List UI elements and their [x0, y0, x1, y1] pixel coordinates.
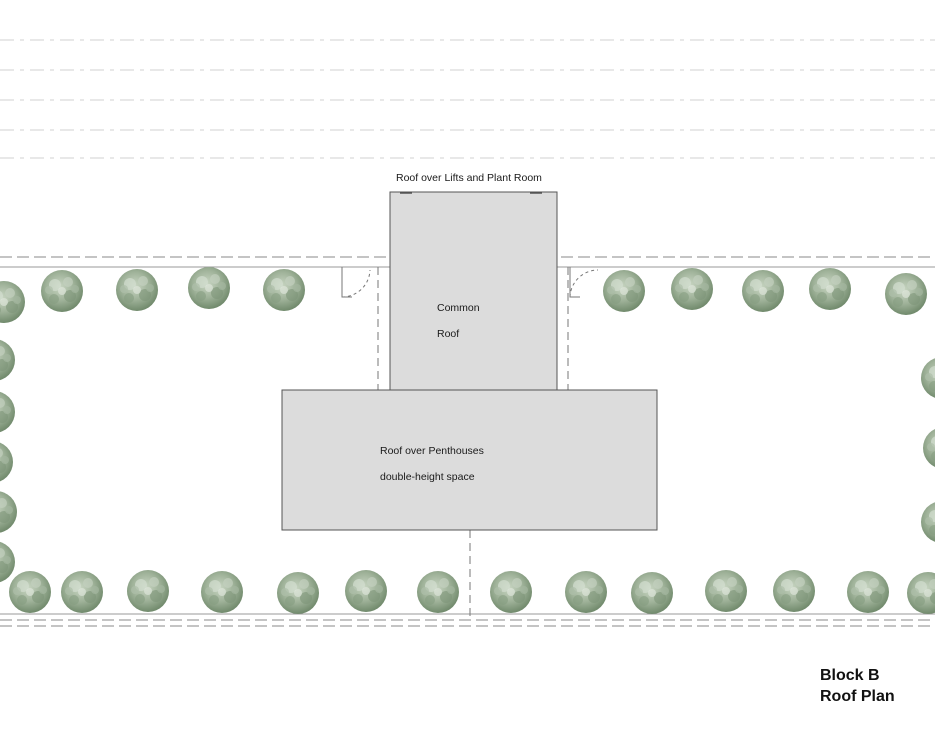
- tree-icon: [9, 571, 51, 613]
- tree-icon: [188, 267, 230, 309]
- penthouse-roof: [281, 389, 658, 531]
- label-common-roof-line1: Common: [437, 302, 480, 314]
- common-roof: [389, 191, 558, 391]
- door-swing-icon: [569, 267, 599, 298]
- tree-icon: [0, 339, 15, 381]
- label-common-roof: Common Roof: [437, 289, 480, 354]
- tree-icon: [907, 572, 935, 614]
- inner-boundary: [0, 266, 935, 615]
- label-penthouses: Roof over Penthouses double-height space: [380, 432, 484, 497]
- tree-icon: [417, 571, 459, 613]
- tree-column-left: [0, 339, 17, 583]
- tree-icon: [921, 501, 935, 543]
- door-swing-icon: [341, 267, 371, 298]
- tree-icon: [773, 570, 815, 612]
- tree-icon: [705, 570, 747, 612]
- drawing-title-line2: Roof Plan: [820, 688, 895, 705]
- tree-icon: [0, 491, 17, 533]
- label-penthouses-line2: double-height space: [380, 471, 475, 483]
- tree-icon: [490, 571, 532, 613]
- tree-icon: [0, 541, 15, 583]
- tree-icon: [0, 391, 15, 433]
- faint-background-hatching: [0, 39, 935, 159]
- tree-icon: [0, 281, 25, 323]
- tree-icon: [0, 441, 13, 483]
- core-dashed-lines: [377, 267, 569, 620]
- tree-icon: [921, 357, 935, 399]
- tree-icon: [631, 572, 673, 614]
- label-common-roof-line2: Roof: [437, 328, 460, 340]
- label-lifts-plant-room: Roof over Lifts and Plant Room: [396, 172, 542, 184]
- tree-icon: [263, 269, 305, 311]
- tree-icon: [603, 270, 645, 312]
- tree-icon: [923, 427, 935, 469]
- tree-icon: [742, 270, 784, 312]
- drawing-title: Block B Roof Plan: [820, 665, 895, 707]
- tree-icon: [671, 268, 713, 310]
- tree-icon: [847, 571, 889, 613]
- tree-icon: [809, 268, 851, 310]
- tree-icon: [61, 571, 103, 613]
- drawing-title-line1: Block B: [820, 667, 880, 684]
- tree-icon: [345, 570, 387, 612]
- tree-icon: [127, 570, 169, 612]
- tree-icon: [41, 270, 83, 312]
- tree-column-right: [921, 357, 935, 543]
- tree-icon: [565, 571, 607, 613]
- tree-icon: [885, 273, 927, 315]
- tree-icon: [116, 269, 158, 311]
- tree-icon: [201, 571, 243, 613]
- label-penthouses-line1: Roof over Penthouses: [380, 445, 484, 457]
- tree-icon: [277, 572, 319, 614]
- tree-row-bottom: [9, 570, 935, 614]
